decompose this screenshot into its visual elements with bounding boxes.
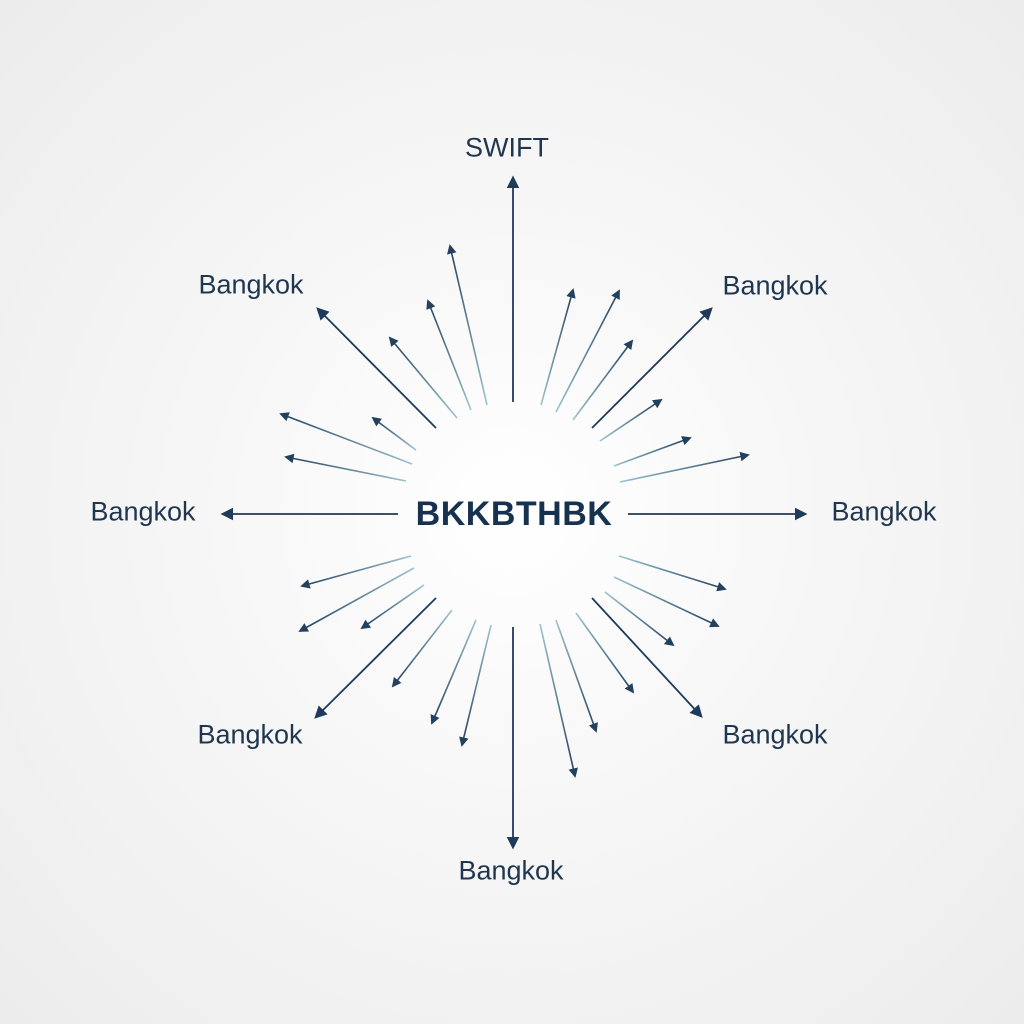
ray-arrow-6 <box>284 453 407 482</box>
label-right: Bangkok <box>831 496 937 527</box>
ray-arrow-21 <box>575 612 635 694</box>
ray-arrow-8 <box>555 289 620 413</box>
main-arrow-up-left <box>316 307 437 429</box>
ray-arrow-9 <box>572 339 634 421</box>
main-arrow-up-right <box>591 307 713 429</box>
ray-arrow-12 <box>619 451 750 483</box>
ray-arrow-17 <box>430 619 477 725</box>
ray-arrow-13 <box>300 555 412 589</box>
ray-arrow-16 <box>391 609 453 688</box>
label-bottom-left: Bangkok <box>197 719 303 750</box>
ray-arrow-2 <box>426 299 472 411</box>
ray-arrow-7 <box>540 288 576 406</box>
ray-arrow-20 <box>555 619 598 733</box>
ray-arrow-1 <box>447 244 488 406</box>
ray-arrow-3 <box>388 336 458 419</box>
ray-arrow-18 <box>459 624 492 747</box>
ray-arrow-22 <box>604 591 675 647</box>
label-bottom-right: Bangkok <box>722 719 828 750</box>
ray-arrow-10 <box>599 398 663 442</box>
main-arrow-down-right <box>591 597 703 718</box>
label-top: SWIFT <box>465 132 549 163</box>
center-code: BKKBTHBK <box>415 495 613 533</box>
ray-arrow-23 <box>613 576 720 628</box>
ray-arrow-14 <box>298 567 415 632</box>
label-top-left: Bangkok <box>198 269 304 300</box>
main-arrow-down-left <box>314 597 437 719</box>
ray-arrow-19 <box>539 623 578 778</box>
label-bottom: Bangkok <box>458 855 564 886</box>
ray-arrow-24 <box>618 555 727 592</box>
ray-arrow-11 <box>613 436 692 467</box>
ray-arrow-5 <box>279 412 413 465</box>
ray-arrow-15 <box>360 584 425 630</box>
ray-arrow-4 <box>371 416 417 451</box>
label-left: Bangkok <box>90 496 196 527</box>
label-top-right: Bangkok <box>722 270 828 301</box>
